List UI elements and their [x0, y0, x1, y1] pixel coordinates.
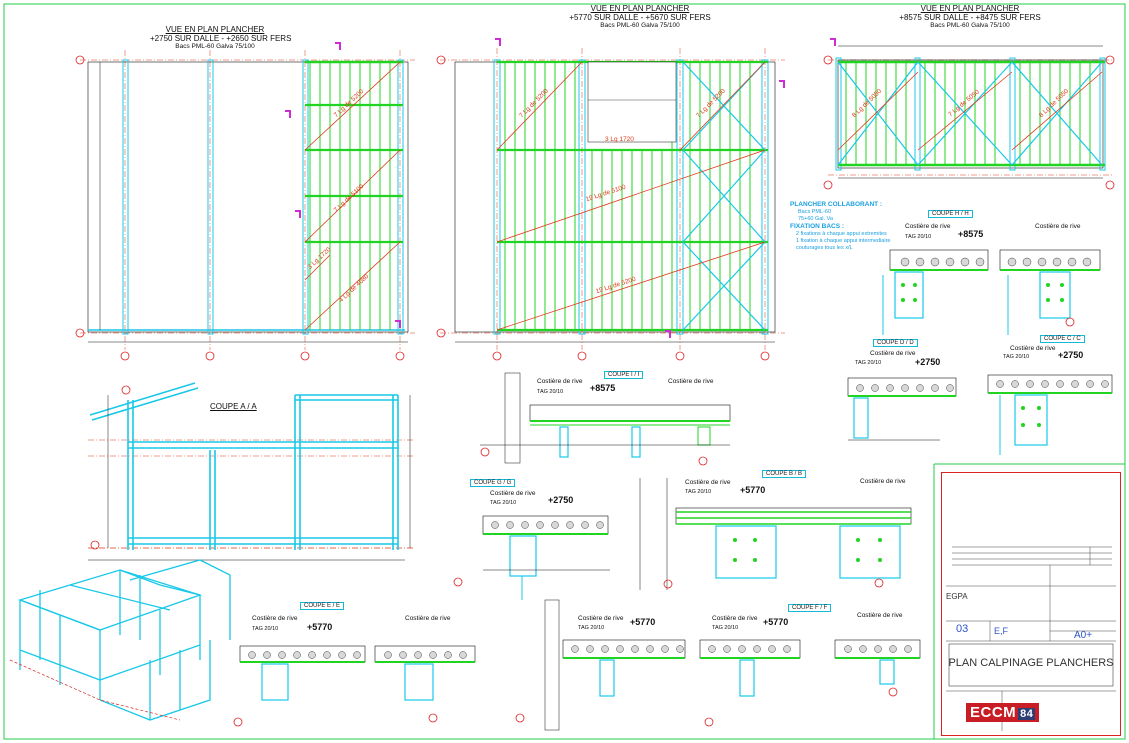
rive-ee: Costière de rive: [252, 615, 298, 622]
plan-3-drawing: [823, 38, 1115, 190]
tag-ff: TAG 20/10: [578, 625, 605, 631]
client-name: EGPA: [946, 592, 968, 601]
phase-code: E,F: [994, 626, 1009, 636]
plan-2-drawing: [436, 38, 785, 361]
note-line-2: 75+60 Gal. Va: [798, 216, 833, 222]
tag-ii: TAG 20/10: [537, 389, 564, 395]
rive-gg: Costière de rive: [490, 490, 536, 497]
coupe-aa-title: COUPE A / A: [210, 402, 257, 411]
tag-hh: TAG 20/10: [905, 234, 932, 240]
detail-dd-cc-drawing: [847, 374, 1113, 455]
level-hh: +8575: [958, 229, 984, 239]
plan-2-levels: +5770 SUR DALLE - +5670 SUR FERS: [569, 13, 711, 22]
plan-1-bacs: Bacs PML-60 Galva 75/100: [175, 43, 255, 50]
section-label-hh: COUPE H / H: [928, 210, 973, 218]
p2-annot-2: 3 Lg 1720: [605, 136, 634, 143]
note-title-2: FIXATION BACS :: [790, 223, 845, 230]
sheet-number: 03: [956, 623, 969, 635]
level-ii: +8575: [590, 383, 616, 393]
title-block-grid: [946, 546, 1116, 731]
tag-ee: TAG 20/10: [252, 626, 279, 632]
section-label-gg: COUPE G / G: [470, 479, 516, 487]
level-ff-2: +5770: [763, 617, 789, 627]
section-label-dd: COUPE D / D: [873, 339, 918, 347]
section-label-ee: COUPE E / E: [300, 602, 345, 610]
rive-hh: Costière de rive: [905, 223, 951, 230]
plan-2-bacs: Bacs PML-60 Galva 75/100: [600, 22, 680, 29]
tag-dd: TAG 20/10: [855, 360, 882, 366]
paper-format: A0+: [1074, 630, 1093, 641]
level-cc: +2750: [1058, 350, 1084, 360]
detail-ff-drawing: [544, 599, 921, 731]
detail-hh-drawing: [882, 249, 1101, 335]
plan-1-title: VUE EN PLAN PLANCHER +2750 SUR DALLE - +…: [150, 25, 292, 50]
section-label-bb: COUPE B / B: [762, 470, 807, 478]
level-ff: +5770: [630, 617, 656, 627]
rive-cc: Costière de rive: [1010, 345, 1056, 352]
rive-dd: Costière de rive: [870, 350, 916, 357]
detail-bb-drawing: [639, 478, 912, 590]
plan-1-levels: +2750 SUR DALLE - +2650 SUR FERS: [150, 34, 292, 43]
title-block: EGPA 03 E,F A0+ PLAN CALPINAGE PLANCHERS…: [941, 472, 1121, 736]
rive-ii-2: Costière de rive: [668, 378, 714, 385]
rive-ff-3: Costière de rive: [857, 612, 903, 619]
plan-3-heading: VUE EN PLAN PLANCHER: [920, 4, 1020, 13]
plan-2-heading: VUE EN PLAN PLANCHER: [590, 4, 690, 13]
tag-bb: TAG 20/10: [685, 489, 712, 495]
detail-ee-drawing: [239, 645, 476, 701]
tag-ff-2: TAG 20/10: [712, 625, 739, 631]
coupe-aa-drawing: [88, 382, 415, 561]
plan-1-drawing: [75, 42, 415, 361]
note-line-1: Bacs PML-60: [798, 209, 832, 215]
rive-ii: Costière de rive: [537, 378, 583, 385]
plan-1-heading: VUE EN PLAN PLANCHER: [165, 25, 265, 34]
plan-3-bacs: Bacs PML-60 Galva 75/100: [930, 22, 1010, 29]
rive-bb-2: Costière de rive: [860, 478, 906, 485]
rive-bb: Costière de rive: [685, 479, 731, 486]
level-bb: +5770: [740, 485, 766, 495]
detail-ii-drawing: [480, 372, 731, 464]
rive-hh-2: Costière de rive: [1035, 223, 1081, 230]
level-ee: +5770: [307, 622, 333, 632]
section-label-ff: COUPE F / F: [788, 604, 832, 612]
rive-ff: Costière de rive: [578, 615, 624, 622]
drawing-title: PLAN CALPINAGE PLANCHERS: [948, 657, 1114, 669]
detail-gg-drawing: [482, 515, 610, 600]
tag-cc: TAG 20/10: [1003, 354, 1030, 360]
section-label-ii: COUPE I / I: [604, 371, 644, 379]
tag-gg: TAG 20/10: [490, 500, 517, 506]
note-line-4: 1 fixation à chaque appui intermediaire: [796, 238, 891, 244]
isometric-3d-view: [17, 559, 231, 721]
rive-ee-2: Costière de rive: [405, 615, 451, 622]
note-line-5: couturages tous les x/L: [796, 245, 853, 251]
plan-3-title: VUE EN PLAN PLANCHER +8575 SUR DALLE - +…: [890, 4, 1050, 29]
plan-3-levels: +8575 SUR DALLE - +8475 SUR FERS: [899, 13, 1041, 22]
note-line-3: 2 fixations à chaque appui extremites: [796, 231, 887, 237]
company-suffix: 84: [1018, 708, 1036, 720]
plan-2-title: VUE EN PLAN PLANCHER +5770 SUR DALLE - +…: [555, 4, 725, 29]
level-dd: +2750: [915, 357, 941, 367]
note-title-1: PLANCHER COLLABORANT :: [790, 201, 883, 208]
rive-ff-2: Costière de rive: [712, 615, 758, 622]
plancher-note: PLANCHER COLLABORANT : Bacs PML-60 75+60…: [790, 201, 890, 252]
level-gg: +2750: [548, 495, 574, 505]
section-label-cc: COUPE C / C: [1040, 335, 1085, 343]
company-name: ECCM: [970, 704, 1017, 721]
